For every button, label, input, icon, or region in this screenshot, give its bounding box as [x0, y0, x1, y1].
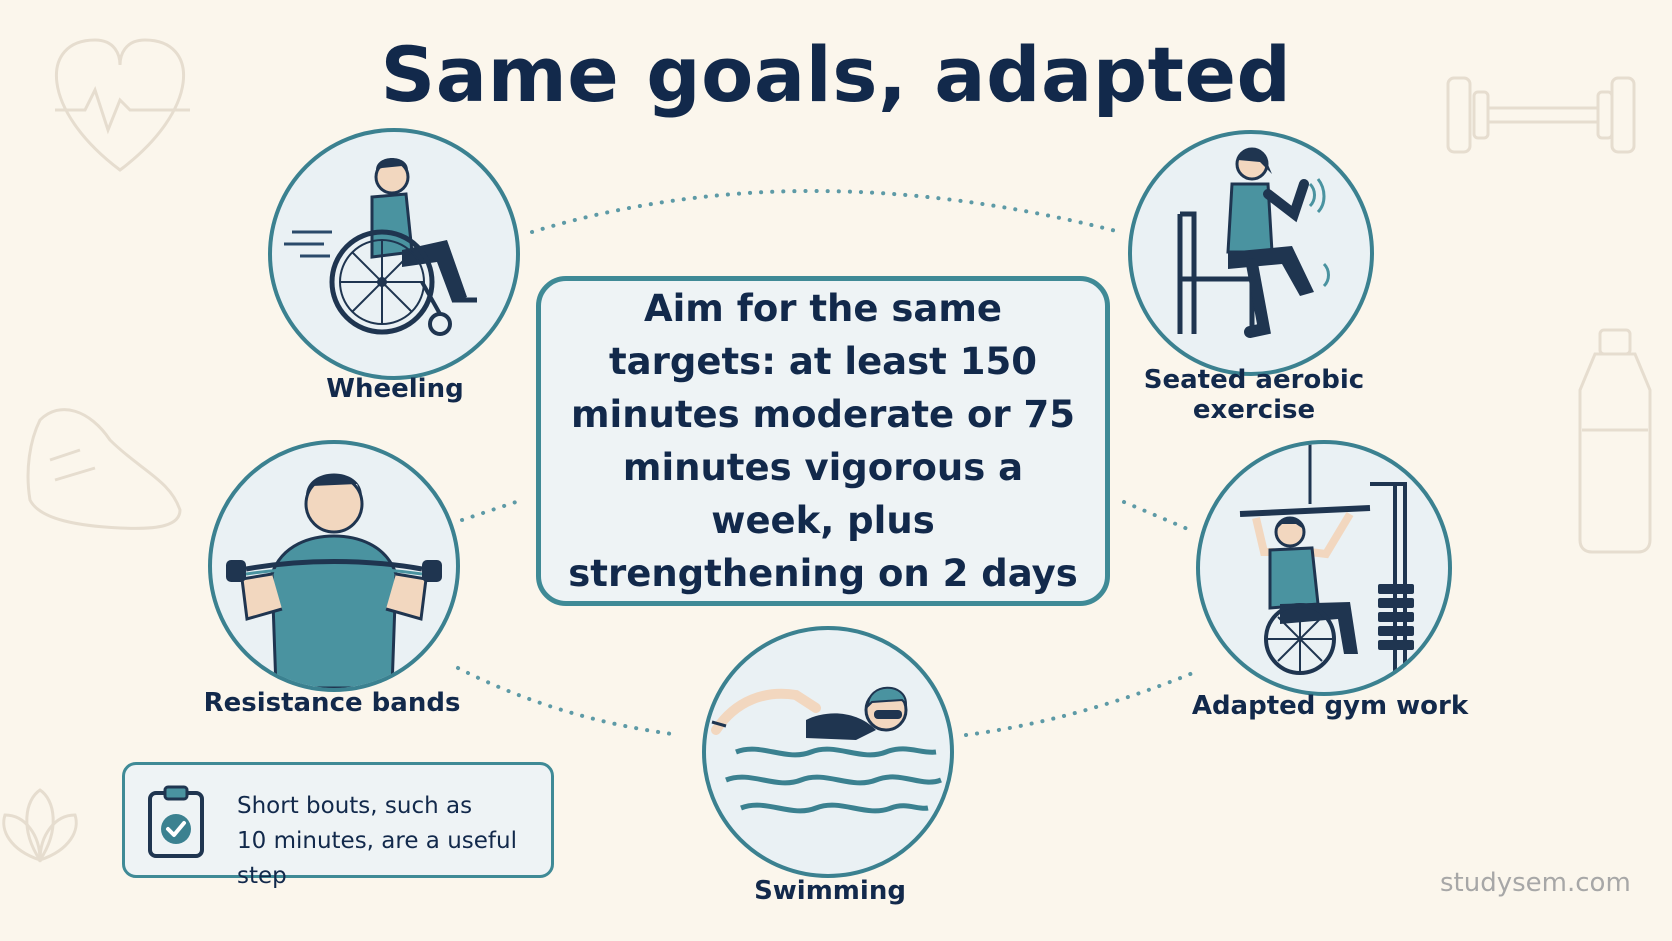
center-target-panel: Aim for the same targets: at least 150 m… — [536, 276, 1110, 606]
lotus-icon — [2, 788, 78, 863]
water-bottle-icon — [1578, 328, 1652, 554]
wheelchair-user-icon — [284, 158, 477, 336]
swimmer-icon — [711, 686, 942, 814]
seated-exercise-icon — [1177, 147, 1330, 338]
tip-box: Short bouts, such as 10 minutes, are a u… — [122, 762, 554, 889]
clipboard-check-icon — [148, 785, 204, 858]
dumbbell-icon — [1446, 76, 1636, 154]
label-adapted-gym: Adapted gym work — [1191, 691, 1469, 721]
swimming-illustration — [702, 626, 954, 878]
gym-machine-icon — [1239, 444, 1414, 684]
label-swimming: Swimming — [754, 876, 906, 906]
resistance-bands-illustration — [208, 440, 460, 692]
heart-icon — [54, 38, 190, 172]
adapted-gym-illustration — [1196, 440, 1452, 696]
dotted-connectors — [456, 189, 1202, 737]
shoe-icon — [26, 408, 182, 530]
tip-line-1: Short bouts, such as — [237, 793, 473, 819]
center-target-text: Aim for the same targets: at least 150 m… — [568, 287, 1078, 595]
label-wheeling: Wheeling — [326, 374, 464, 404]
page-title: Same goals, adapted — [380, 30, 1292, 119]
tip-text: Short bouts, such as 10 minutes, are a u… — [237, 789, 551, 894]
wheeling-illustration — [268, 128, 520, 380]
seated-aerobic-illustration — [1128, 130, 1374, 376]
resistance-band-icon — [226, 473, 442, 688]
label-seated-aerobic: Seated aerobic exercise — [1143, 365, 1365, 425]
watermark: studysem.com — [1440, 868, 1631, 898]
label-resistance-bands: Resistance bands — [203, 688, 461, 718]
tip-line-2: 10 minutes, are a useful step — [237, 828, 517, 889]
